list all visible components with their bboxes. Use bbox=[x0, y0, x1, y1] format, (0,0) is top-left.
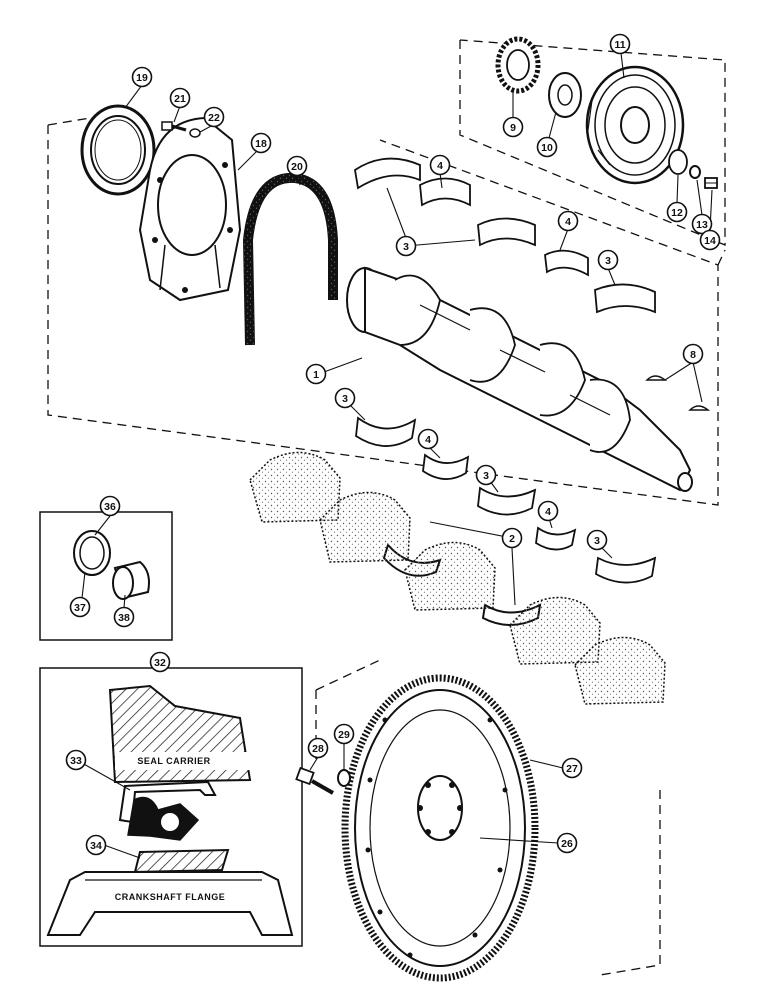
svg-text:37: 37 bbox=[74, 602, 86, 614]
svg-text:29: 29 bbox=[338, 729, 350, 741]
pulley-washer bbox=[668, 149, 688, 175]
callout-29: 29 bbox=[333, 723, 355, 745]
callout-3e: 3 bbox=[586, 529, 608, 551]
svg-text:21: 21 bbox=[174, 93, 186, 105]
callout-4d: 4 bbox=[537, 500, 559, 522]
crankshaft-flange-label: CRANKSHAFT FLANGE bbox=[115, 892, 226, 902]
callout-8: 8 bbox=[682, 343, 704, 365]
svg-text:38: 38 bbox=[118, 612, 130, 624]
svg-text:4: 4 bbox=[565, 216, 571, 228]
callout-12: 12 bbox=[666, 201, 688, 223]
sleeve-installer bbox=[112, 560, 150, 600]
svg-text:19: 19 bbox=[136, 72, 148, 84]
callout-22: 22 bbox=[203, 106, 225, 128]
svg-text:2: 2 bbox=[509, 533, 515, 545]
callout-33: 33 bbox=[65, 749, 87, 771]
svg-text:9: 9 bbox=[510, 122, 516, 134]
callout-3c: 3 bbox=[334, 387, 356, 409]
crankshaft-flange-section bbox=[46, 848, 294, 936]
callout-20: 20 bbox=[286, 155, 308, 177]
svg-text:1: 1 bbox=[313, 369, 319, 381]
callout-21: 21 bbox=[169, 87, 191, 109]
svg-text:3: 3 bbox=[594, 535, 600, 547]
svg-text:11: 11 bbox=[614, 39, 625, 51]
rear-seal bbox=[80, 104, 156, 196]
leader-lines bbox=[81, 52, 713, 859]
callout-4a: 4 bbox=[429, 154, 451, 176]
rear-wear-sleeve bbox=[73, 530, 111, 576]
callout-2: 2 bbox=[501, 527, 523, 549]
svg-text:4: 4 bbox=[545, 506, 551, 518]
callout-18: 18 bbox=[250, 132, 272, 154]
svg-text:34: 34 bbox=[90, 840, 102, 852]
callout-4c: 4 bbox=[417, 428, 439, 450]
flywheel-washer bbox=[337, 769, 351, 787]
pulley-lock-washer bbox=[689, 165, 701, 179]
callout-32: 32 bbox=[149, 651, 171, 673]
callout-28: 28 bbox=[307, 737, 329, 759]
flywheel-bolt bbox=[295, 766, 334, 795]
seal-carrier-plate bbox=[138, 116, 242, 302]
seal-section bbox=[118, 780, 217, 841]
seal-carrier-label: SEAL CARRIER bbox=[137, 756, 210, 766]
crankshaft-pulley bbox=[585, 65, 685, 185]
svg-text:33: 33 bbox=[70, 755, 82, 767]
svg-text:18: 18 bbox=[255, 138, 267, 150]
callout-3a: 3 bbox=[395, 235, 417, 257]
callout-27: 27 bbox=[561, 757, 583, 779]
svg-text:26: 26 bbox=[561, 838, 573, 850]
crankshaft-gear bbox=[495, 36, 541, 94]
svg-text:3: 3 bbox=[483, 470, 489, 482]
svg-text:4: 4 bbox=[425, 434, 431, 446]
detail-box-36 bbox=[39, 511, 173, 641]
callout-3d: 3 bbox=[475, 464, 497, 486]
carrier-bolt bbox=[161, 121, 187, 132]
svg-text:32: 32 bbox=[154, 657, 166, 669]
svg-text:10: 10 bbox=[541, 142, 553, 154]
flywheel bbox=[341, 674, 539, 982]
lower-bearing-shells bbox=[355, 416, 657, 584]
crankshaft-spacer bbox=[548, 72, 582, 118]
svg-text:3: 3 bbox=[403, 241, 409, 253]
callout-37: 37 bbox=[69, 596, 91, 618]
assembly-dashed-outline bbox=[47, 39, 726, 506]
svg-text:28: 28 bbox=[312, 743, 324, 755]
svg-text:20: 20 bbox=[291, 161, 303, 173]
svg-text:36: 36 bbox=[104, 501, 116, 513]
svg-text:14: 14 bbox=[704, 235, 716, 247]
callout-38: 38 bbox=[113, 606, 135, 628]
svg-text:12: 12 bbox=[671, 207, 683, 219]
pulley-bolt bbox=[704, 177, 718, 189]
svg-text:8: 8 bbox=[690, 349, 696, 361]
svg-text:3: 3 bbox=[605, 255, 611, 267]
upper-bearing-shells bbox=[354, 157, 656, 314]
carrier-washer bbox=[189, 128, 201, 138]
callout-34: 34 bbox=[85, 834, 107, 856]
main-bearing-caps bbox=[249, 451, 666, 705]
callout-26: 26 bbox=[556, 832, 578, 854]
svg-text:4: 4 bbox=[437, 160, 443, 172]
callout-4b: 4 bbox=[557, 210, 579, 232]
woodruff-key-lower bbox=[688, 405, 711, 411]
svg-text:13: 13 bbox=[696, 219, 708, 231]
woodruff-key-upper bbox=[645, 375, 668, 381]
callout-19: 19 bbox=[131, 66, 153, 88]
callout-10: 10 bbox=[536, 136, 558, 158]
callout-13: 13 bbox=[691, 213, 713, 235]
callout-36: 36 bbox=[99, 495, 121, 517]
callout-9: 9 bbox=[502, 116, 524, 138]
callout-1: 1 bbox=[305, 363, 327, 385]
crankshaft bbox=[346, 266, 693, 492]
flywheel-dashed-outline bbox=[315, 659, 661, 976]
callout-3b: 3 bbox=[597, 249, 619, 271]
svg-text:22: 22 bbox=[208, 112, 220, 124]
callout-11: 11 bbox=[609, 33, 631, 55]
callout-14: 14 bbox=[699, 229, 721, 251]
svg-text:27: 27 bbox=[566, 763, 578, 775]
svg-text:3: 3 bbox=[342, 393, 348, 405]
